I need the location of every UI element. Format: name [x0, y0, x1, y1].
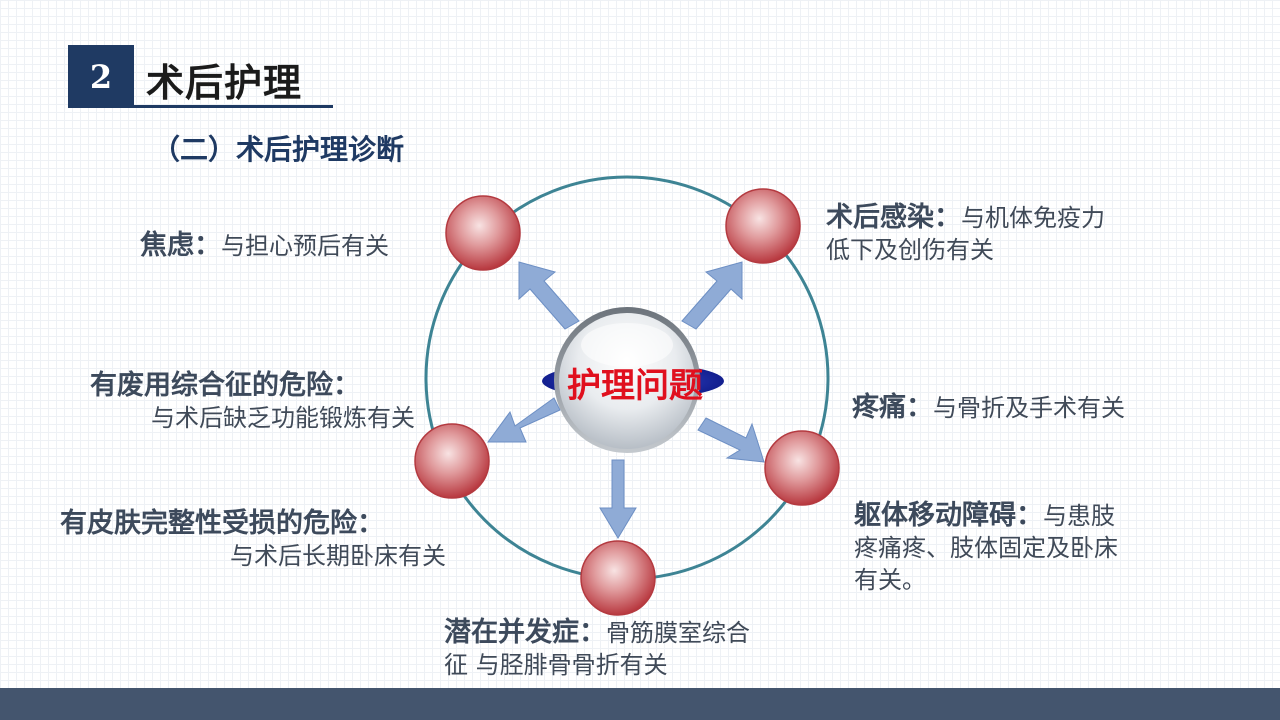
item-complication-text-2: 征 与胫腓骨骨折有关 — [444, 651, 668, 679]
item-complication: 潜在并发症：骨筋膜室综合 征 与胫腓骨骨折有关 — [444, 617, 824, 681]
item-mobility-text-1: 与患肢 — [1043, 502, 1115, 530]
node-complication — [580, 540, 656, 616]
title-underline — [68, 105, 333, 108]
item-infection-text-1: 与机体免疫力 — [961, 204, 1105, 232]
item-pain-label: 疼痛： — [852, 392, 933, 423]
item-mobility-text-3: 有关。 — [854, 566, 926, 594]
item-disuse: 有废用综合征的危险： 与术后缺乏功能锻炼有关 — [90, 370, 415, 434]
item-pain-text: 与骨折及手术有关 — [933, 394, 1125, 422]
item-complication-text-1: 骨筋膜室综合 — [606, 619, 750, 647]
section-number-badge: 2 — [68, 45, 134, 108]
arrow-to-infection — [681, 261, 743, 330]
item-anxiety-text: 与担心预后有关 — [221, 232, 389, 260]
center-label: 护理问题 — [567, 366, 703, 406]
item-mobility: 躯体移动障碍：与患肢 疼痛疼、肢体固定及卧床 有关。 — [854, 500, 1184, 596]
item-infection-label: 术后感染： — [826, 202, 961, 233]
arrows — [487, 261, 765, 539]
arrow-to-disuse — [487, 397, 561, 443]
item-anxiety: 焦虑：与担心预后有关 — [140, 230, 389, 262]
nodes — [414, 188, 840, 616]
arrow-to-pain — [697, 417, 765, 463]
node-infection — [725, 188, 801, 264]
node-anxiety — [445, 195, 521, 271]
node-disuse — [414, 423, 490, 499]
item-mobility-text-2: 疼痛疼、肢体固定及卧床 — [854, 534, 1118, 562]
item-infection: 术后感染：与机体免疫力 低下及创伤有关 — [826, 202, 1166, 266]
subtitle: （二）术后护理诊断 — [152, 133, 405, 166]
item-infection-text-2: 低下及创伤有关 — [826, 236, 994, 264]
item-complication-label: 潜在并发症： — [444, 617, 606, 648]
item-skin-label: 有皮肤完整性受损的危险： — [60, 508, 384, 539]
item-anxiety-label: 焦虑： — [140, 230, 221, 261]
item-mobility-label: 躯体移动障碍： — [854, 500, 1043, 531]
node-pain — [764, 430, 840, 506]
item-skin: 有皮肤完整性受损的危险： 与术后长期卧床有关 — [60, 508, 446, 572]
section-title: 术后护理 — [146, 61, 303, 105]
footer-bar — [0, 688, 1280, 720]
item-disuse-label: 有废用综合征的危险： — [90, 370, 360, 401]
item-pain: 疼痛：与骨折及手术有关 — [852, 392, 1125, 424]
arrow-to-complication — [599, 459, 637, 539]
arrow-to-anxiety — [518, 261, 580, 330]
center-sphere-highlight — [581, 323, 673, 367]
item-disuse-text: 与术后缺乏功能锻炼有关 — [151, 404, 415, 432]
item-skin-text: 与术后长期卧床有关 — [230, 542, 446, 570]
